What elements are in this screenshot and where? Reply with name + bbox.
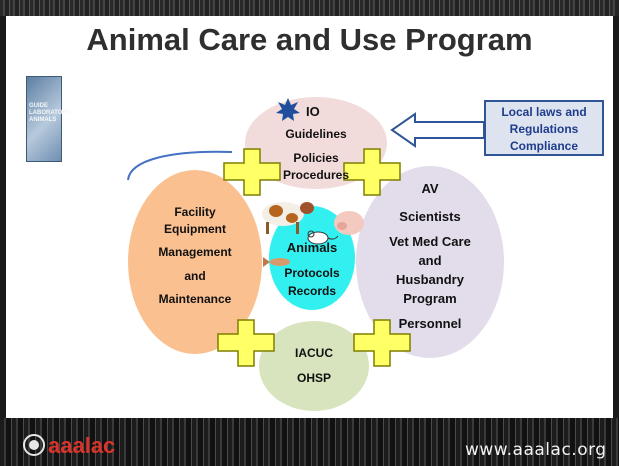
plus-connector-bottom-left bbox=[217, 319, 275, 367]
top-decorative-band bbox=[0, 0, 619, 16]
star-icon bbox=[276, 98, 300, 121]
left-oval-and: and bbox=[184, 269, 206, 283]
right-oval-vet-med-care: Vet Med Care bbox=[389, 234, 471, 249]
curved-connector bbox=[127, 150, 233, 181]
right-oval bbox=[356, 166, 504, 358]
regulations-box bbox=[484, 100, 604, 156]
left-oval-maintenance: Maintenance bbox=[158, 292, 232, 306]
top-oval-procedures: Procedures bbox=[282, 168, 350, 182]
plus-connector-top-right bbox=[343, 148, 401, 196]
cow-icon bbox=[262, 202, 314, 234]
right-oval-personnel: Personnel bbox=[398, 316, 462, 331]
top-oval-policies: Policies bbox=[293, 151, 339, 165]
regulations-line-2: Regulations bbox=[509, 122, 579, 136]
right-oval-husbandry: Husbandry bbox=[396, 272, 464, 287]
left-oval-equipment: Equipment bbox=[164, 222, 226, 236]
top-oval-io: IO bbox=[306, 104, 320, 119]
right-oval-av: AV bbox=[421, 181, 439, 196]
right-oval-program: Program bbox=[403, 291, 457, 306]
guide-book-cover-icon: GUIDE LABORATORY ANIMALS bbox=[26, 76, 71, 162]
center-oval-animals: Animals bbox=[286, 240, 338, 255]
right-oval-and: and bbox=[418, 253, 442, 268]
plus-connector-bottom-right bbox=[353, 319, 411, 367]
logo-text: aaalac bbox=[48, 433, 115, 458]
left-oval bbox=[128, 170, 262, 354]
center-oval-protocols: Protocols bbox=[284, 266, 340, 280]
book-cover-text: GUIDE LABORATORY ANIMALS bbox=[29, 103, 71, 123]
bottom-oval-ohsp: OHSP bbox=[296, 371, 331, 385]
right-oval-scientists: Scientists bbox=[399, 209, 461, 224]
bottom-oval bbox=[259, 321, 369, 411]
left-arrow-icon bbox=[390, 112, 485, 148]
top-oval-guidelines: Guidelines bbox=[285, 127, 347, 141]
center-oval-records: Records bbox=[287, 284, 337, 298]
footer-band bbox=[0, 418, 619, 466]
mouse-icon bbox=[307, 230, 339, 245]
regulations-box-text: Local laws and Regulations Compliance bbox=[484, 104, 604, 155]
bottom-oval-iacuc: IACUC bbox=[295, 346, 333, 360]
plus-connector-top-left bbox=[223, 148, 281, 196]
slide-title: Animal Care and Use Program bbox=[86, 22, 533, 57]
regulations-line-1: Local laws and bbox=[501, 105, 587, 119]
pig-icon bbox=[334, 211, 364, 235]
fish-icon bbox=[263, 257, 290, 267]
left-oval-facility: Facility bbox=[174, 205, 216, 219]
footer-website: www.aaalac.org bbox=[465, 440, 607, 460]
aaalac-logo-icon: aaalac bbox=[23, 433, 115, 458]
regulations-line-3: Compliance bbox=[509, 139, 578, 153]
left-oval-management: Management bbox=[158, 245, 232, 259]
center-oval bbox=[269, 206, 355, 310]
